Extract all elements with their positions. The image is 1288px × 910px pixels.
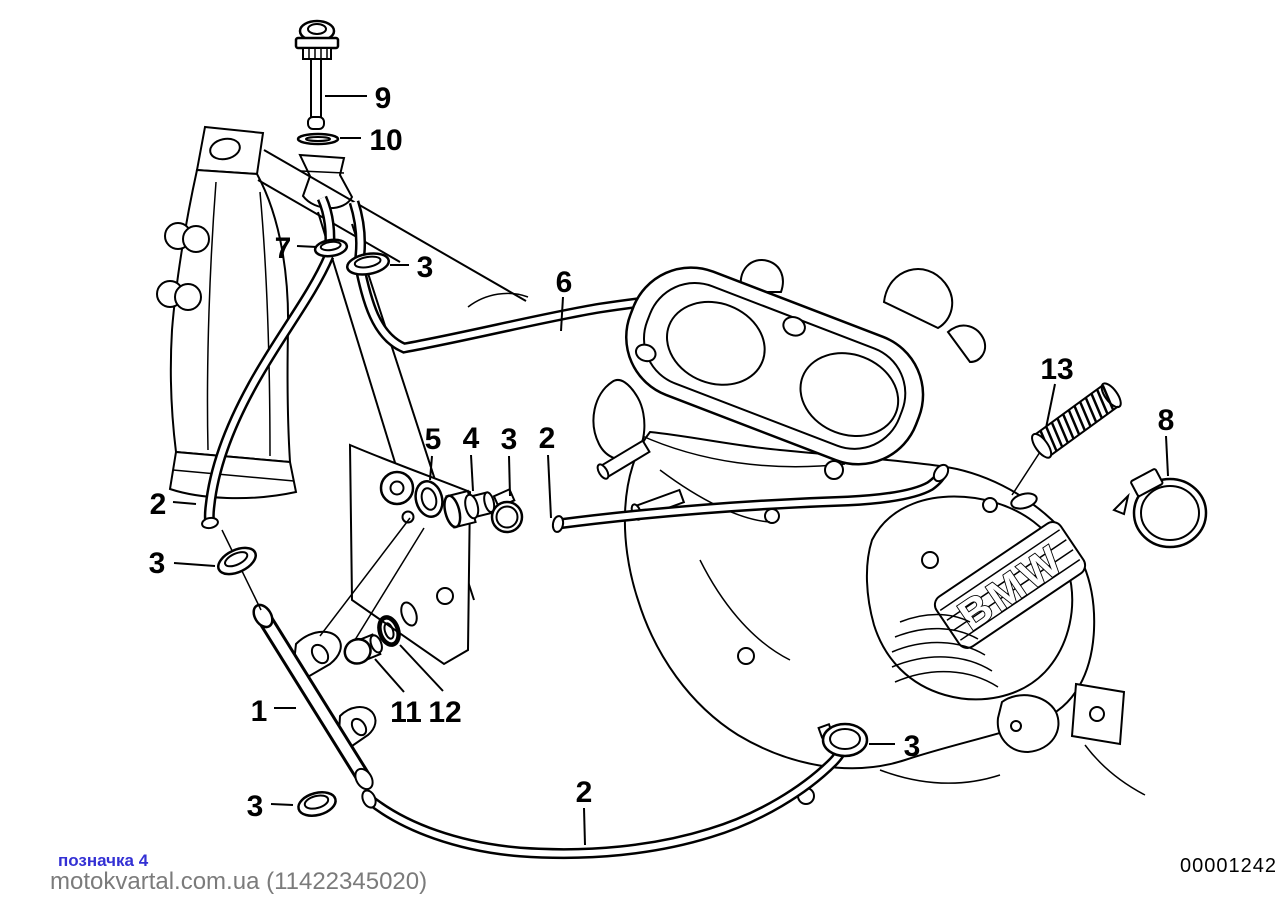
part-7-hose-clamp <box>313 238 349 258</box>
callout-leader-11 <box>374 658 405 693</box>
part-9-dipstick <box>294 19 340 130</box>
callout-leader-3 <box>270 803 294 806</box>
part-13-spring <box>1031 382 1122 459</box>
callout-label-6: 6 <box>556 266 573 299</box>
callout-label-2: 2 <box>150 488 167 521</box>
callout-leader-2 <box>172 501 197 505</box>
callout-label-5: 5 <box>425 423 442 456</box>
callout-label-11: 11 <box>390 696 422 729</box>
engine: BMW <box>592 259 1146 805</box>
callout-label-8: 8 <box>1158 404 1175 437</box>
callout-label-3: 3 <box>247 790 264 823</box>
hose-2-left <box>201 253 335 530</box>
callout-label-9: 9 <box>375 82 392 115</box>
callout-label-13: 13 <box>1040 353 1073 386</box>
part-8-hose-clamp-large <box>1112 468 1208 549</box>
callout-label-2: 2 <box>539 422 556 455</box>
callout-label-10: 10 <box>369 124 402 157</box>
callout-leader-3 <box>508 455 511 497</box>
callout-leader-2 <box>547 454 552 519</box>
part-3-screw-clamp-mid <box>490 488 524 534</box>
part-3-hose-clamp-a <box>345 252 391 276</box>
callout-leader-8 <box>1165 435 1169 477</box>
callout-leader-6 <box>560 296 564 332</box>
part-3-hose-clamp-c <box>297 791 337 817</box>
hose-2-bottom <box>361 745 848 860</box>
callout-label-4: 4 <box>463 422 480 455</box>
callout-label-12: 12 <box>428 696 461 729</box>
filler-neck <box>298 153 354 210</box>
callout-leader-7 <box>296 245 318 248</box>
callout-label-3: 3 <box>501 423 518 456</box>
drawing-number: 00001242 <box>1180 855 1277 877</box>
part-3-hose-clamp-d <box>817 722 869 758</box>
frame-assembly <box>156 125 529 666</box>
part-12-o-ring <box>377 615 401 647</box>
callout-label-3: 3 <box>149 547 166 580</box>
watermark-site-text: motokvartal.com.ua (11422345020) <box>50 868 428 895</box>
part-1-oil-pipe <box>252 603 377 791</box>
callout-label-2: 2 <box>576 776 593 809</box>
valve-cover <box>625 266 925 466</box>
cover-fins <box>891 613 999 688</box>
callout-label-7: 7 <box>275 232 292 265</box>
callout-leader-4 <box>470 454 474 492</box>
hose-2-middle <box>551 463 950 533</box>
watermark-label: позначка 4 <box>58 851 149 870</box>
callout-label-3: 3 <box>904 730 921 763</box>
callout-leader-3 <box>173 562 216 567</box>
part-4-union-fitting <box>443 489 496 529</box>
part-11-plug-screw <box>343 633 383 665</box>
callout-leader-5 <box>429 455 433 481</box>
part-3-hose-clamp-b <box>217 546 257 576</box>
part-5-sealing-washer <box>414 480 444 518</box>
callout-leader-2 <box>583 807 586 846</box>
part-10-gasket-ring <box>296 132 340 146</box>
callout-label-1: 1 <box>251 695 268 728</box>
callout-leader-12 <box>399 644 444 692</box>
callout-leader-13 <box>1045 383 1056 429</box>
callout-label-3: 3 <box>417 251 434 284</box>
